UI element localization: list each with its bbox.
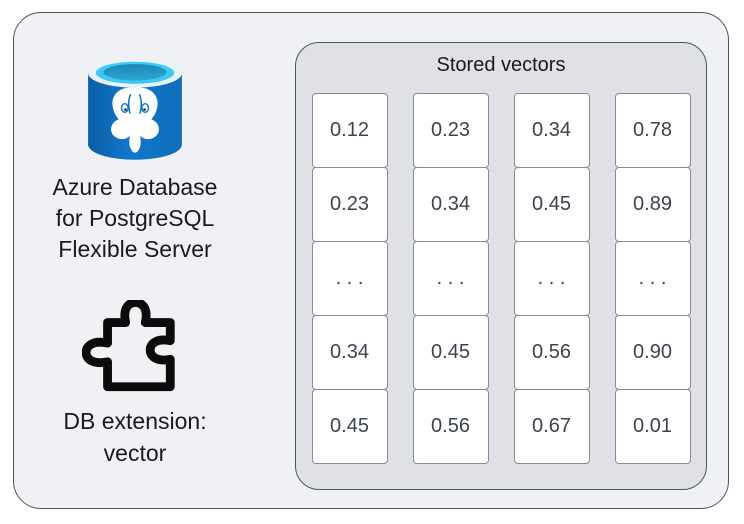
vector-cell: 0.23	[311, 167, 388, 242]
vector-cell: 0.78	[614, 93, 691, 168]
vector-column-1: 0.12 0.23 . . . 0.34 0.45	[311, 93, 388, 464]
vector-cell: 0.01	[614, 389, 691, 464]
left-column: Azure Database for PostgreSQL Flexible S…	[14, 0, 256, 524]
database-label-line2: for PostgreSQL	[55, 205, 215, 231]
postgresql-elephant	[111, 87, 159, 153]
vector-cell: 0.45	[311, 389, 388, 464]
vector-cell: 0.90	[614, 315, 691, 390]
extension-label-line2: vector	[103, 440, 167, 466]
extension-label-line1: DB extension:	[63, 408, 207, 434]
vector-cell-ellipsis: . . .	[513, 241, 590, 316]
azure-postgresql-database-icon	[88, 59, 182, 160]
vector-cell: 0.89	[614, 167, 691, 242]
vector-cell: 0.67	[513, 389, 590, 464]
vector-column-2: 0.23 0.34 . . . 0.45 0.56	[412, 93, 489, 464]
vector-cell-ellipsis: . . .	[412, 241, 489, 316]
vector-cell: 0.34	[412, 167, 489, 242]
cylinder-top-inner	[103, 64, 167, 81]
database-label-line1: Azure Database	[52, 174, 218, 200]
vector-cell: 0.23	[412, 93, 489, 168]
vector-cell: 0.12	[311, 93, 388, 168]
extension-label: DB extension: vector	[14, 405, 256, 469]
stored-vectors-title: Stored vectors	[436, 54, 566, 76]
database-label: Azure Database for PostgreSQL Flexible S…	[14, 172, 256, 265]
puzzle-icon	[82, 300, 175, 392]
vector-column-4: 0.78 0.89 . . . 0.90 0.01	[614, 93, 691, 464]
vector-cell: 0.56	[513, 315, 590, 390]
vector-cell: 0.56	[412, 389, 489, 464]
vector-grid: 0.12 0.23 . . . 0.34 0.45 0.23 0.34 . . …	[296, 93, 706, 464]
vector-column-3: 0.34 0.45 . . . 0.56 0.67	[513, 93, 590, 464]
stored-vectors-panel: Stored vectors 0.12 0.23 . . . 0.34 0.45…	[295, 42, 707, 490]
vector-cell: 0.45	[513, 167, 590, 242]
database-label-line3: Flexible Server	[58, 236, 212, 262]
vector-cell: 0.34	[513, 93, 590, 168]
vector-cell: 0.34	[311, 315, 388, 390]
vector-cell: 0.45	[412, 315, 489, 390]
vector-cell-ellipsis: . . .	[311, 241, 388, 316]
vector-cell-ellipsis: . . .	[614, 241, 691, 316]
